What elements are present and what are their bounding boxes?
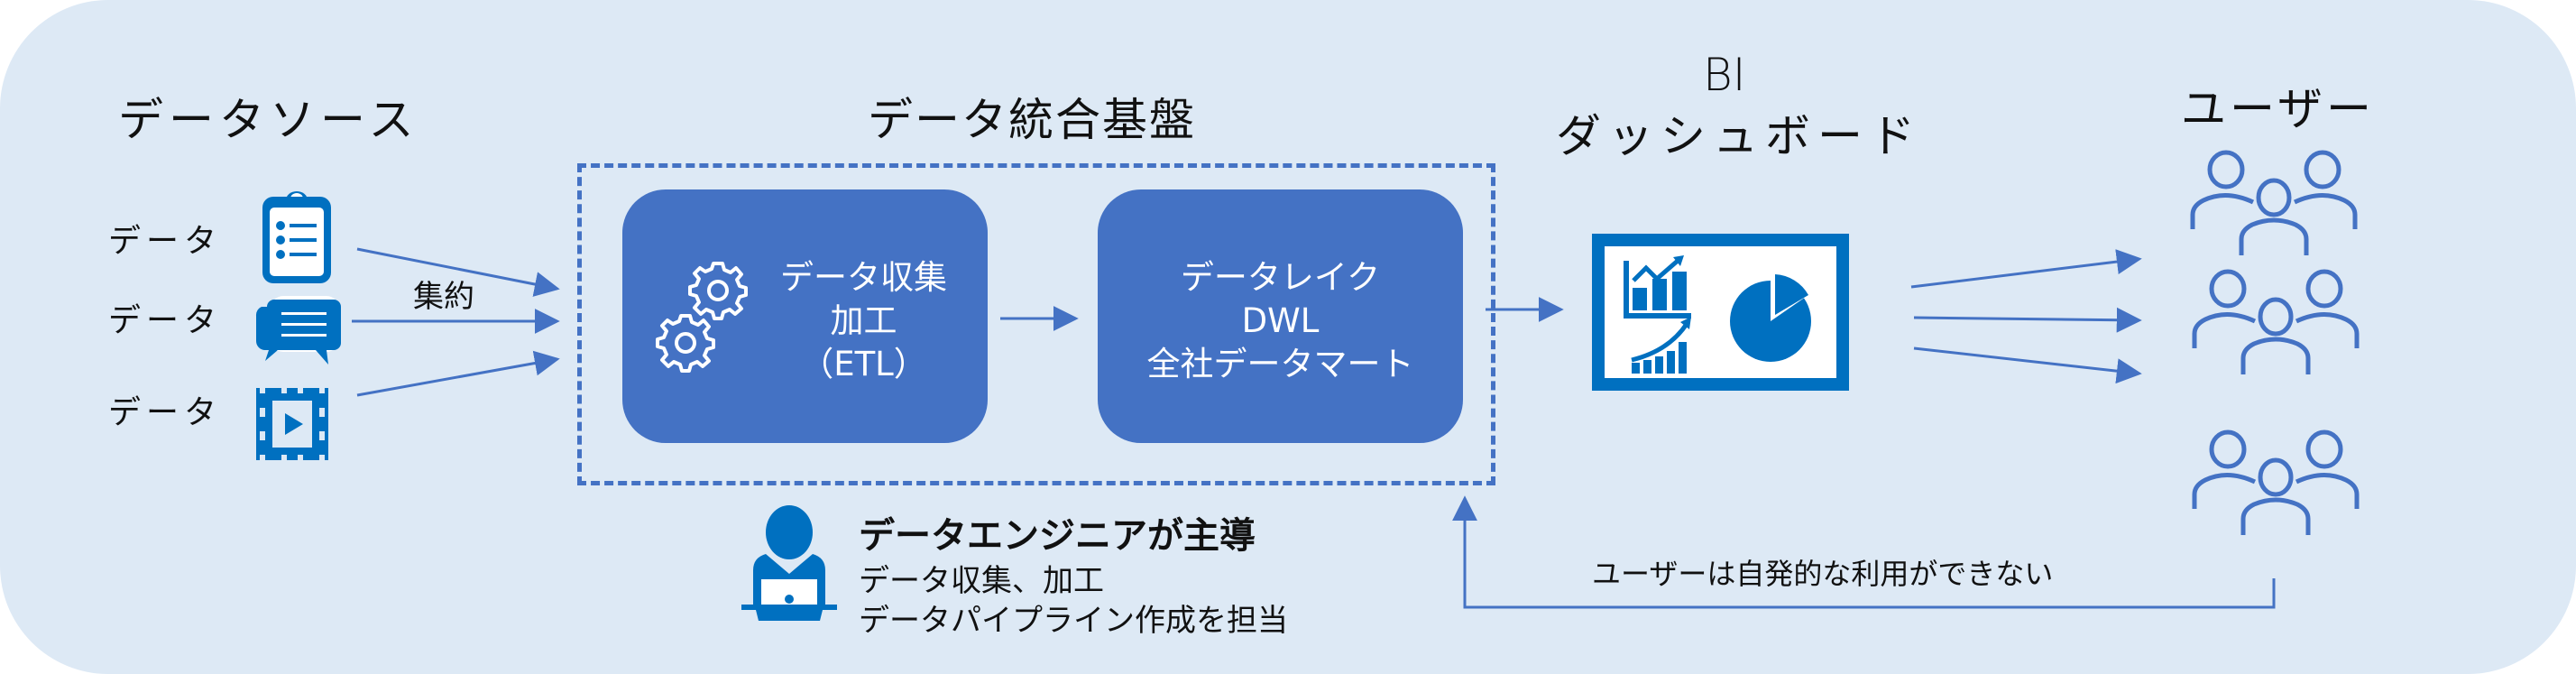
data-source-label-1: データ <box>108 223 223 260</box>
data-lake-box: データレイク DWL 全社データマート <box>1098 189 1463 443</box>
chat-bubbles-icon <box>255 296 341 365</box>
etl-box: データ収集 加工 （ETL） <box>622 189 988 443</box>
user-group-icon <box>2190 150 2358 255</box>
gears-icon <box>656 262 748 373</box>
etl-line-2: 加工 <box>830 301 897 340</box>
feedback-arrow <box>1452 495 2276 609</box>
dashboard-title-line1: BI <box>1703 49 1746 101</box>
user-group-icon <box>2192 429 2360 535</box>
arrow-dashboard-to-users-1 <box>1910 249 2142 289</box>
video-film-icon <box>256 388 328 460</box>
arrow-dashboard-to-users-3 <box>1913 346 2142 384</box>
lake-line-3: 全社データマート <box>1146 345 1414 383</box>
data-source-label-2: データ <box>108 302 223 339</box>
platform-frame <box>577 163 1495 485</box>
dashboard-chart-icon <box>1592 234 1849 391</box>
engineer-title: データエンジニアが主導 <box>859 515 1256 557</box>
etl-line-3: （ETL） <box>800 345 927 383</box>
dashboard-title-line2: ダッシュボード <box>1556 110 1922 162</box>
arrow-source-3 <box>356 350 560 397</box>
engineer-desc-line2: データパイプライン作成を担当 <box>859 603 1288 639</box>
data-source-title: データソース <box>118 94 419 146</box>
user-group-icon <box>2192 269 2360 374</box>
arrow-dashboard-to-users-2 <box>1913 307 2142 333</box>
aggregate-label: 集約 <box>413 279 474 315</box>
feedback-note: ユーザーは自発的な利用ができない <box>1592 557 2054 591</box>
arrow-source-1 <box>356 247 560 297</box>
lake-line-2: DWL <box>1241 301 1320 340</box>
etl-line-1: データ収集 <box>780 258 947 297</box>
users-title: ユーザー <box>2181 83 2375 135</box>
clipboard-list-icon <box>262 191 331 283</box>
lake-line-1: データレイク <box>1180 258 1381 297</box>
engineer-desc-line1: データ収集、加工 <box>859 563 1104 599</box>
engineer-laptop-icon <box>741 505 837 621</box>
data-source-label-3: データ <box>108 394 223 431</box>
platform-title: データ統合基盤 <box>868 94 1196 146</box>
